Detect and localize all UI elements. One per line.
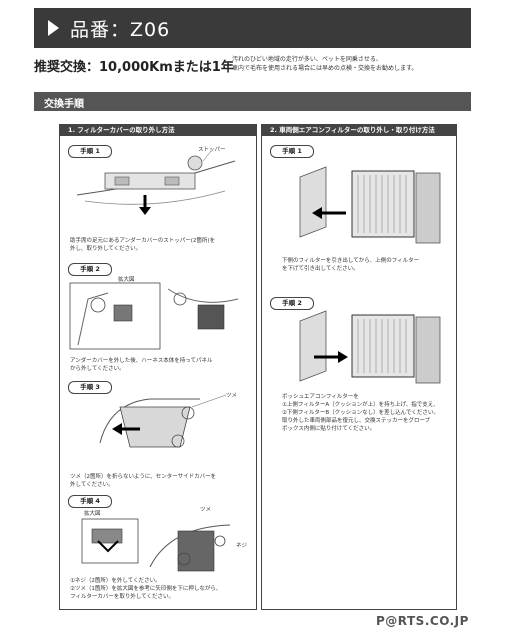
step-caption: ①ネジ（2箇所）を外してください。 ②ツメ（1箇所）を拡大図を参考に矢印側を下に… [70,577,254,601]
caption-line: ツメ（2箇所）を折らないように、センターサイドカバーを [70,474,217,480]
step-caption: アンダーカバーを外した後、ハーネス本体を持ってパネル から外してください。 [70,357,250,373]
section-header: 交換手順 [34,92,471,111]
section-title: 交換手順 [44,99,84,110]
step-badge: 手順 3 [68,381,112,394]
page-title: 品番：Z06 [70,19,171,41]
step-badge: 手順 2 [270,297,314,310]
caption-line: ②ツメ（1箇所）を拡大図を参考に矢印側を下に押しながら、 [70,586,222,592]
filter-cover-illustration [81,518,231,572]
caption-line: 外し、取り外してください。 [70,246,142,252]
caption-line: 助手席の足元にあるアンダーカバーのストッパー(2箇所)を [70,238,216,244]
caption-line: フィルターカバーを取り外してください。 [70,594,175,600]
step-badge: 手順 4 [68,495,112,508]
recommended-interval: 推奨交換：10,000Kmまたは1年 [34,60,234,75]
left-panel: 1. フィルターカバーの取り外し方法 手順 1 ストッパー 助手席の足元にあるア… [59,124,257,610]
caption-line: ②下側フィルターB（クッションなし）を差し込んでください。 [282,410,439,416]
caption-line: ボッシュエアコンフィルターを [282,394,359,400]
step-caption: ツメ（2箇所）を折らないように、センターサイドカバーを 外してください。 [70,473,250,489]
step-badge: 手順 1 [270,145,314,158]
cabin-filter-removal-illustration [299,166,441,244]
parts-logo[interactable]: P@RTS.CO.JP [376,614,469,628]
right-panel: 2. 車両側エアコンフィルターの取り外し・取り付け方法 手順 1 下側のフィルタ… [261,124,457,610]
recommend-note-line: 汚れのひどい地域の走行が多い、ペットを同乗させる、 [232,56,382,63]
callout-tab: ツメ [226,393,238,399]
caption-line: 取り外した車両側部品を復元し、交換ステッカーをグローブ [282,418,431,424]
caption-line: ①上側フィルターA（クッションが上）を持ち上げ、指で支え、 [282,402,439,408]
caption-line: から外してください。 [70,366,125,372]
caption-line: 下側のフィルターを引き出してから、上側のフィルター [282,258,420,264]
caption-line: ①ネジ（2箇所）を外してください。 [70,578,161,584]
right-panel-title: 2. 車両側エアコンフィルターの取り外し・取り付け方法 [262,125,456,136]
caption-line: 外してください。 [70,482,114,488]
caption-line: を下げて引き出してください。 [282,266,359,272]
play-triangle-icon [48,20,59,36]
step-caption: 助手席の足元にあるアンダーカバーのストッパー(2箇所)を 外し、取り外してくださ… [70,237,250,253]
callout-stopper: ストッパー [198,147,226,153]
recommend-note-line: 車内で毛布を使用される場合には早めの点検・交換をお勧めします。 [232,65,418,72]
callout-tab: ツメ [200,507,212,513]
cabin-filter-install-illustration [299,310,441,384]
step-badge: 手順 1 [68,145,112,158]
left-panel-title: 1. フィルターカバーの取り外し方法 [60,125,256,136]
callout-zoom: 拡大図 [118,277,135,283]
center-side-cover-illustration [99,394,227,448]
under-cover-illustration [76,151,236,215]
callout-zoom: 拡大図 [84,511,101,517]
step-badge: 手順 2 [68,263,112,276]
step-caption: 下側のフィルターを引き出してから、上側のフィルター を下げて引き出してください。 [282,257,452,273]
caption-line: アンダーカバーを外した後、ハーネス本体を持ってパネル [70,358,213,364]
step-caption: ボッシュエアコンフィルターを ①上側フィルターA（クッションが上）を持ち上げ、指… [282,393,454,433]
header-banner: 品番：Z06 [34,8,471,48]
callout-screw: ネジ [236,543,248,549]
harness-illustration [69,282,239,350]
recommend-note: 汚れのひどい地域の走行が多い、ペットを同乗させる、 車内で毛布を使用される場合に… [232,55,472,73]
caption-line: ボックス内側に貼り付けてください。 [282,426,376,432]
